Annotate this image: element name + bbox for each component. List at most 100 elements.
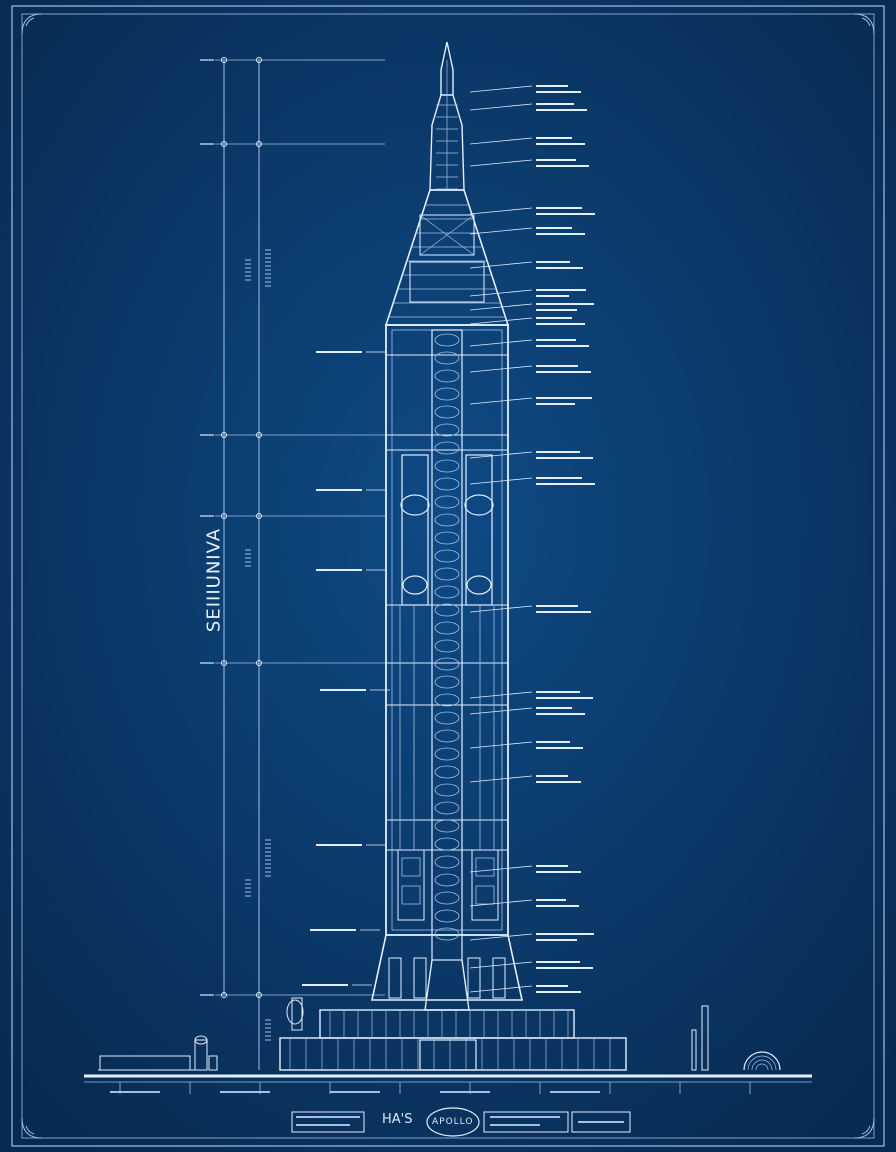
callout-leader-line [469, 159, 533, 167]
core-segment [434, 423, 460, 437]
inner-border [21, 13, 875, 1139]
pad-tank [194, 1039, 208, 1071]
radar-dome-rib [751, 1059, 773, 1071]
turbopump [400, 494, 430, 516]
callout-leader-line [469, 339, 533, 347]
dimension-node [256, 432, 262, 438]
outer-border [11, 5, 885, 1147]
callout-leader-line [469, 227, 533, 235]
callout-leader-line [469, 865, 533, 873]
corner-ornament [853, 1117, 875, 1139]
core-segment [434, 819, 460, 833]
callout-leader-line [469, 707, 533, 715]
core-segment [434, 765, 460, 779]
radar-dome [743, 1051, 781, 1071]
launch-pad-ground [84, 997, 812, 1094]
core-segment [434, 585, 460, 599]
callout-leader-line [469, 741, 533, 749]
callout-leader-line [469, 933, 533, 941]
cone-equipment-bay [409, 261, 485, 303]
engine-nozzle-housing [413, 957, 427, 999]
first-stage-body [385, 324, 509, 936]
core-segment [434, 531, 460, 545]
dimension-node [221, 660, 227, 666]
callout-leader-line [469, 451, 533, 459]
main-engine-bell [424, 959, 470, 1011]
callout-leader-line [469, 103, 533, 111]
core-segment [434, 603, 460, 617]
core-segment [434, 657, 460, 671]
core-segment [434, 747, 460, 761]
dimension-node [256, 57, 262, 63]
callout-leader-line [469, 365, 533, 373]
core-segment [434, 927, 460, 941]
core-segment [434, 333, 460, 347]
title-block-cell [291, 1111, 365, 1133]
core-segment [434, 675, 460, 689]
corner-ornament [853, 13, 875, 35]
callout-leader-line [469, 477, 533, 485]
crawler-transporter [99, 1055, 191, 1071]
callout-leader-line [469, 303, 533, 311]
title-block-cell [483, 1111, 569, 1133]
equipment-detail [401, 885, 421, 905]
engine-nozzle-housing [388, 957, 402, 999]
apollo-emblem-text: APOLLO [432, 1117, 474, 1127]
umbilical-tower-detail [291, 997, 303, 1031]
dimension-node [221, 141, 227, 147]
engine-nozzle-housing [492, 957, 506, 999]
service-module-cone [384, 189, 510, 326]
propellant-tank [401, 454, 429, 606]
lower-equipment-box [471, 849, 499, 921]
turbopump [464, 494, 494, 516]
dimension-node [221, 992, 227, 998]
poster-frame [11, 5, 885, 1147]
core-segment [434, 891, 460, 905]
corner-ornament [21, 13, 43, 35]
core-segment [434, 729, 460, 743]
callout-leader-line [469, 207, 533, 215]
core-segment [434, 909, 460, 923]
core-segment [434, 495, 460, 509]
vertical-title: SEIIIUNIVA [203, 527, 225, 633]
dimension-node [221, 432, 227, 438]
truss-diagonal [419, 214, 475, 256]
dimension-node [256, 513, 262, 519]
callout-leader-line [469, 775, 533, 783]
core-segment [434, 513, 460, 527]
lightning-mast [701, 1005, 709, 1071]
dimension-node [256, 660, 262, 666]
engine-nozzle-housing [467, 957, 481, 999]
core-segment [434, 783, 460, 797]
aft-skirt-flare [371, 934, 523, 1001]
core-segment [434, 693, 460, 707]
callout-leader-line [469, 899, 533, 907]
callout-leader-line [469, 317, 533, 325]
core-segment [434, 567, 460, 581]
equipment-detail [475, 885, 495, 905]
callout-leader-line [469, 605, 533, 613]
height-dimension-lines [200, 57, 385, 1070]
radar-dome-rib [747, 1055, 777, 1071]
turbopump [402, 575, 428, 595]
callout-leader-line [469, 985, 533, 993]
callout-leader-line [469, 961, 533, 969]
callout-leader-line [469, 397, 533, 405]
corner-ornament [21, 1117, 43, 1139]
dimension-node [256, 992, 262, 998]
pad-tank-top [194, 1035, 208, 1045]
core-segment [434, 801, 460, 815]
core-segment [434, 711, 460, 725]
core-segment [434, 549, 460, 563]
callout-leader-line [469, 85, 533, 93]
equipment-detail [401, 857, 421, 877]
title-block-cell [571, 1111, 631, 1133]
core-segment [434, 387, 460, 401]
cone-truss-box [419, 214, 475, 256]
dimension-node [256, 141, 262, 147]
core-segment [434, 441, 460, 455]
callout-leader-line [469, 691, 533, 699]
title-block [110, 1091, 631, 1137]
dimension-node [221, 57, 227, 63]
